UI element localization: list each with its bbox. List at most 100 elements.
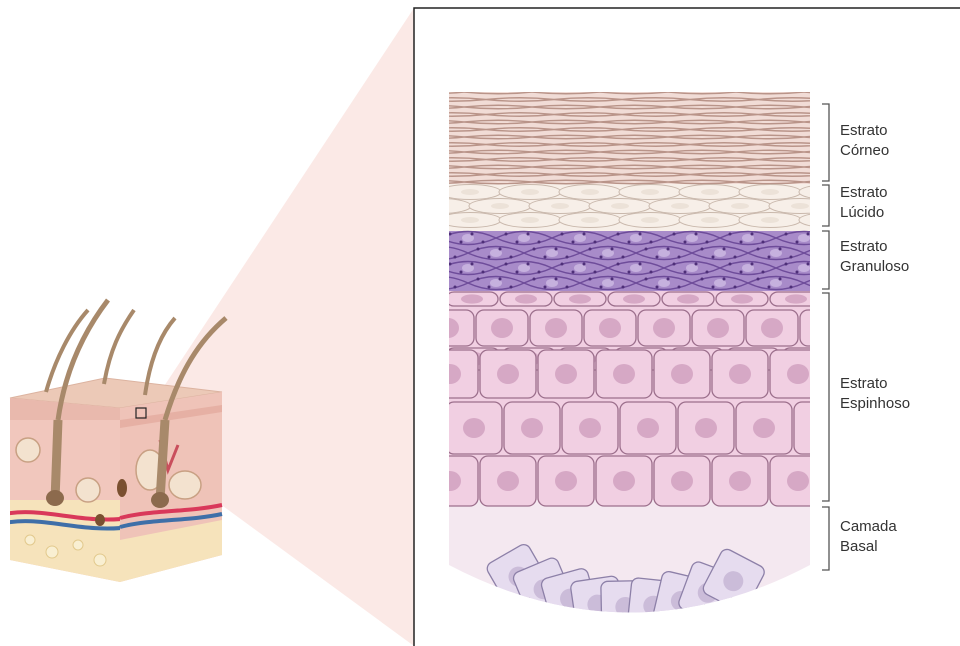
granule — [594, 271, 597, 274]
corneo-cell — [600, 135, 668, 139]
granule — [684, 241, 687, 244]
layer-bracket-basal — [822, 507, 829, 570]
granule — [712, 286, 715, 289]
granule — [667, 248, 670, 251]
lucido-nucleus — [581, 189, 599, 195]
granule — [516, 241, 519, 244]
granule — [617, 263, 620, 266]
lucido-nucleus — [431, 203, 449, 209]
label-line: Estrato — [840, 238, 888, 255]
granule — [555, 278, 558, 281]
granule — [533, 278, 536, 281]
granule — [477, 278, 480, 281]
espinhoso-nucleus — [497, 471, 519, 491]
granuloso-nucleus — [826, 279, 838, 287]
espinhoso-nucleus — [753, 418, 775, 438]
corneo-cell — [532, 180, 600, 184]
layer-bracket-lucido — [822, 185, 829, 226]
granule — [589, 278, 592, 281]
granule — [650, 271, 653, 274]
corneo-cell — [758, 128, 826, 132]
espinhoso-nucleus — [731, 294, 753, 303]
label-estrato-espinhoso: Estrato Espinhoso — [840, 375, 910, 412]
granuloso-nucleus — [434, 279, 446, 287]
corneo-cell — [668, 150, 736, 154]
espinhoso-cell — [422, 310, 474, 346]
granule — [762, 241, 765, 244]
granule — [846, 286, 849, 289]
corneo-cell — [690, 173, 758, 177]
granule — [516, 271, 519, 274]
lucido-nucleus — [551, 203, 569, 209]
granule — [482, 271, 485, 274]
corneo-cell — [486, 98, 554, 102]
espinhoso-nucleus — [653, 318, 675, 338]
granule — [796, 241, 799, 244]
corneo-cell — [486, 128, 554, 132]
corneo-cell — [736, 180, 804, 184]
granule — [471, 233, 474, 236]
granule — [449, 263, 452, 266]
granule — [583, 263, 586, 266]
corneo-cell — [554, 98, 622, 102]
granule — [818, 241, 821, 244]
skin-block-illustration — [0, 300, 226, 590]
granule — [454, 256, 457, 259]
granule — [432, 256, 435, 259]
corneo-cell — [600, 180, 668, 184]
corneo-cell — [758, 143, 826, 147]
granule — [544, 286, 547, 289]
granule — [673, 263, 676, 266]
espinhoso-nucleus — [439, 364, 461, 384]
granule — [813, 248, 816, 251]
corneo-cell — [418, 158, 486, 162]
espinhoso-nucleus — [555, 471, 577, 491]
corneo-cell — [622, 113, 690, 117]
granule — [555, 248, 558, 251]
corneo-cell — [600, 90, 668, 94]
corneo-cell — [736, 150, 804, 154]
granule — [460, 241, 463, 244]
granule — [678, 286, 681, 289]
granule — [611, 278, 614, 281]
corneo-cell — [464, 135, 532, 139]
corneo-cell — [690, 143, 758, 147]
label-estrato-granuloso: Estrato Granuloso — [840, 238, 909, 275]
granule — [796, 271, 799, 274]
corneo-cell — [532, 150, 600, 154]
granule — [622, 256, 625, 259]
lucido-nucleus — [641, 189, 659, 195]
lucido-nucleus — [821, 189, 839, 195]
label-line: Granuloso — [840, 258, 909, 275]
lucido-nucleus — [701, 217, 719, 223]
corneo-cell — [532, 135, 600, 139]
granule — [460, 271, 463, 274]
granule — [824, 256, 827, 259]
espinhoso-nucleus — [761, 318, 783, 338]
granule — [443, 278, 446, 281]
lucido-cells — [409, 185, 861, 228]
espinhoso-nucleus — [463, 418, 485, 438]
espinhoso-nucleus — [707, 318, 729, 338]
granule — [600, 286, 603, 289]
corneo-cell — [622, 173, 690, 177]
corneo-cell — [532, 105, 600, 109]
espinhoso-nucleus — [437, 318, 459, 338]
granule — [510, 286, 513, 289]
espinhoso-nucleus — [845, 471, 867, 491]
espinhoso-nucleus — [695, 418, 717, 438]
corneo-cell — [464, 105, 532, 109]
lucido-nucleus — [701, 189, 719, 195]
granule — [454, 286, 457, 289]
corneo-cell — [464, 150, 532, 154]
lucido-nucleus — [821, 217, 839, 223]
granule — [639, 233, 642, 236]
lucido-nucleus — [761, 217, 779, 223]
granule — [527, 263, 530, 266]
corneo-cell — [418, 128, 486, 132]
granule — [639, 263, 642, 266]
corneo-cell — [758, 98, 826, 102]
granuloso-nucleus — [826, 249, 838, 257]
corneo-cell — [464, 120, 532, 124]
